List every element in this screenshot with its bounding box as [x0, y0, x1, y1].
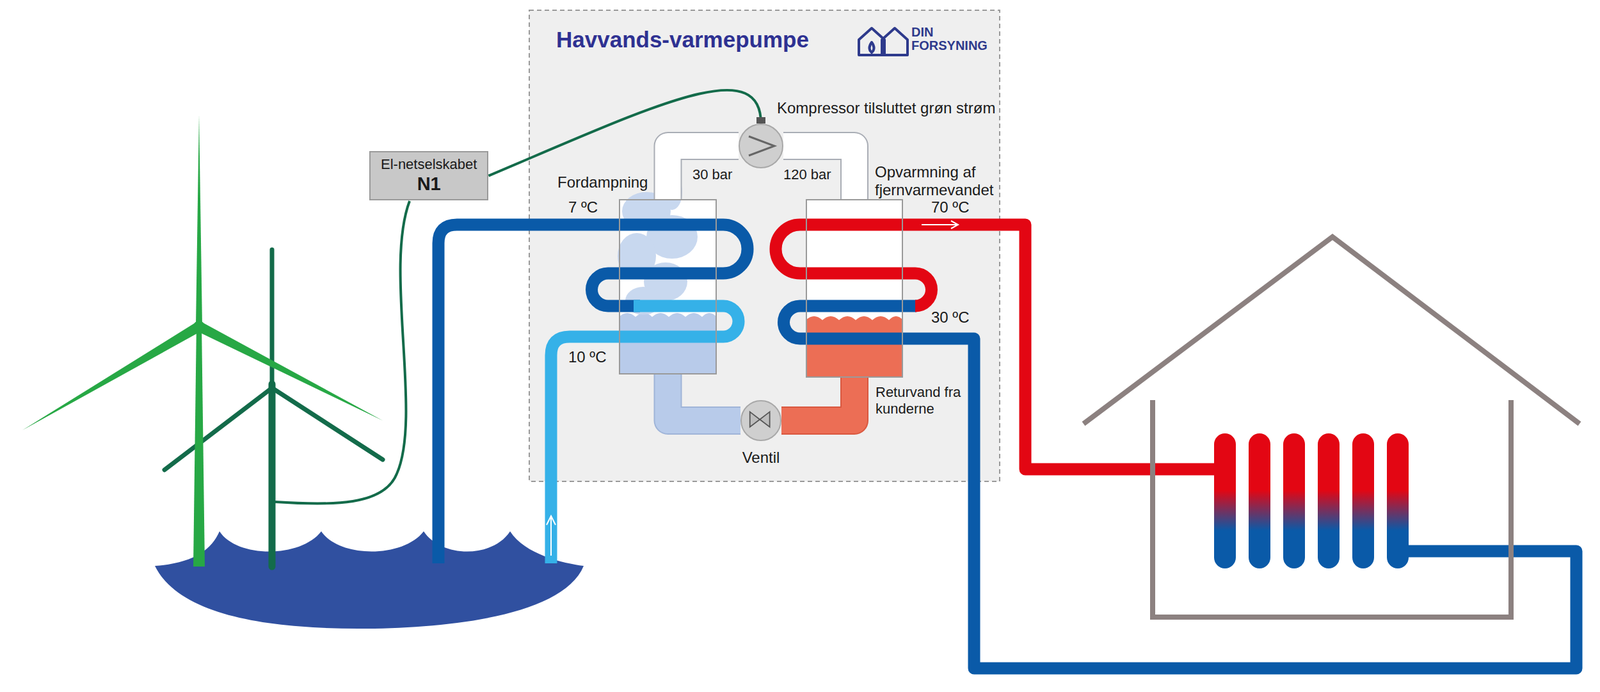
edge-label: 120 bar [782, 167, 833, 182]
sea [154, 531, 584, 629]
radiator-column [1352, 433, 1375, 569]
pipe-outline [781, 377, 855, 421]
house-walls [1152, 400, 1512, 617]
box-code: N1 [380, 172, 477, 196]
pipe-outline [668, 145, 740, 200]
seawater-return-pipe [438, 224, 748, 564]
radiator-column [1214, 433, 1236, 569]
valve-circle: Ventil [740, 400, 782, 441]
valve-symbol [741, 401, 781, 440]
valve-mark [750, 411, 770, 427]
condenser-liquid [805, 316, 904, 378]
compressor-mark [748, 136, 775, 156]
note: Returvand fra kunderne [875, 384, 985, 418]
temperature: 10 ºC [568, 349, 607, 365]
house-roof [1083, 236, 1580, 424]
edge-label: 30 bar [691, 167, 734, 182]
connector [668, 374, 742, 421]
node-caption: Ventil [742, 448, 781, 467]
supply-pipe [775, 224, 1216, 470]
logo-icon [858, 28, 908, 56]
compressor-circle: Kompressor tilsluttet grøn strøm [738, 123, 784, 169]
flow-arrow [546, 515, 556, 556]
pipe-fill [668, 145, 740, 200]
flow-arrow [921, 220, 959, 229]
grid-company-box: El-netselskabetN1 [369, 151, 489, 201]
logo-text: DIN FORSYNING [911, 25, 988, 53]
temperature: 7 ºC [568, 199, 598, 216]
box-heading: El-netselskabet [380, 156, 477, 173]
diagram-title: Havvands-varmepumpe [556, 26, 809, 53]
radiator-column [1283, 433, 1305, 569]
connector [668, 145, 740, 200]
pipe-fill [781, 377, 855, 421]
plug [756, 117, 766, 124]
pipe-fill [668, 374, 742, 421]
node-caption: Fordampning [557, 173, 648, 192]
temperature: 70 ºC [931, 199, 969, 216]
node-caption: Kompressor tilsluttet grøn strøm [776, 99, 996, 118]
panel [529, 10, 1000, 482]
radiator-column [1248, 433, 1271, 569]
radiator-column [1386, 433, 1409, 569]
pipe-outline [668, 374, 742, 421]
temperature: 30 ºC [931, 309, 969, 326]
radiator [1214, 433, 1409, 569]
wind-turbine [22, 114, 383, 567]
evaporator-liquid [618, 312, 717, 375]
connector [781, 377, 855, 421]
compressor-symbol [739, 124, 783, 168]
node-caption: Opvarmning af fjernvarmevandet [874, 163, 1013, 199]
power-cable [275, 200, 410, 504]
condenser-box: Opvarmning af fjernvarmevandet [805, 199, 904, 378]
radiator-column [1317, 433, 1340, 569]
evaporator-box: Fordampning [618, 199, 717, 375]
